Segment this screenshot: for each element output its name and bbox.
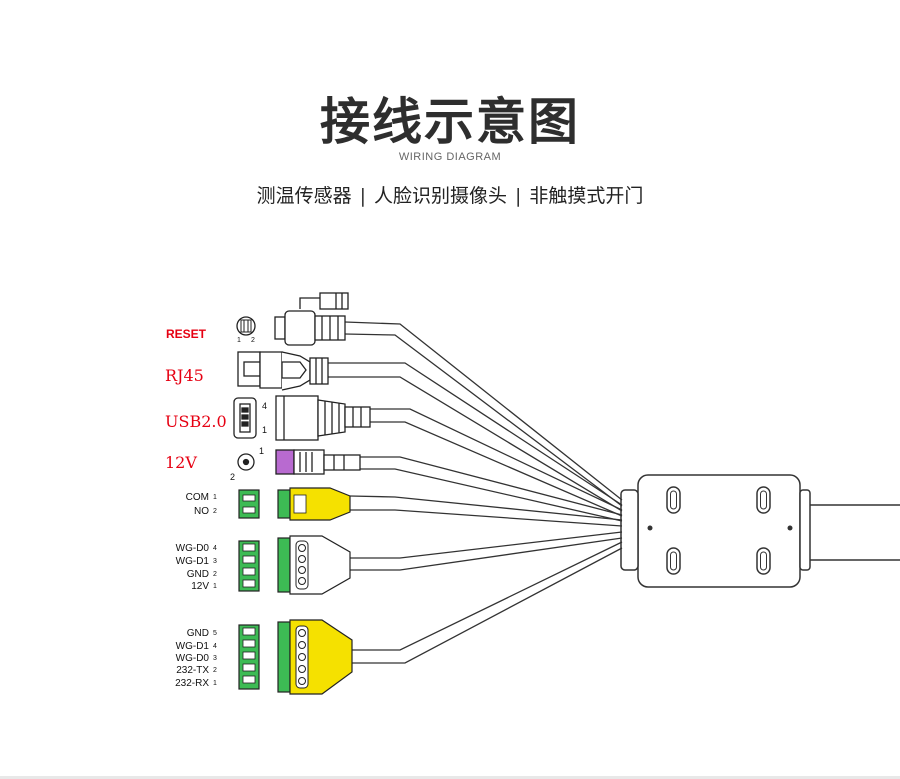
usb-label: USB2.0 [165,412,227,431]
bottom-divider [0,776,900,779]
relay-pin-name: COM [185,492,209,503]
relay-connector [238,487,351,521]
wiegand-connector [238,535,351,595]
wiegand-pin-num: 4 [213,545,217,552]
power-label: 12V [165,453,197,472]
rj45-plug-icon [237,351,329,391]
rj45-label: RJ45 [165,366,204,385]
junction-block [620,474,811,588]
relay-pin-num: 2 [213,508,217,515]
serial-pin-name: 232-TX [176,665,209,676]
serial-pin-name: WG-D0 [175,653,209,664]
dc-plug-icon [274,292,349,346]
serial-pin-name: GND [186,628,209,639]
power-pin-1: 1 [259,446,265,456]
feature-touchless-door: 非触摸式开门 [529,185,644,207]
reset-button-icon [236,316,256,336]
wiegand-pin-name: WG-D1 [175,556,209,567]
power-pin-2: 2 [230,472,236,482]
relay-pin-num: 1 [213,494,217,501]
usb-pin-4: 4 [262,401,268,411]
serial-pin-name: 232-RX [175,678,209,689]
serial-pin-num: 4 [213,643,217,650]
feature-temp-sensor: 测温传感器 [256,185,352,207]
wiegand-pin-name: WG-D0 [175,543,209,554]
serial-pin-num: 3 [213,655,217,662]
serial-pin-num: 1 [213,680,217,687]
feature-face-camera: 人脸识别摄像头 [373,185,507,207]
reset-pin-1: 1 [237,337,241,344]
reset-pin-2: 2 [251,337,255,344]
serial-pin-num: 2 [213,667,217,674]
wiegand-pin-num: 2 [213,571,217,578]
page-subtitle: WIRING DIAGRAM [398,151,502,163]
reset-label: RESET [166,327,207,341]
cable-bundle [325,321,623,664]
serial-pin-name: WG-D1 [175,641,209,652]
wiegand-pin-num: 1 [213,583,217,590]
wiegand-pin-num: 3 [213,558,217,565]
main-cable [800,504,900,561]
dc-jack-icon [237,449,361,475]
feature-list: 测温传感器 | 人脸识别摄像头 | 非触摸式开门 [0,181,900,208]
relay-pin-name: NO [194,506,209,517]
usb-pin-1: 1 [262,425,268,435]
separator: | [359,185,366,207]
serial-connector [238,619,353,695]
separator: | [515,185,522,207]
usb-port-icon [233,395,371,441]
serial-pin-num: 5 [213,630,217,637]
wiegand-pin-name: GND [186,569,209,580]
wiegand-pin-name: 12V [191,581,209,592]
page-title: 接线示意图 [320,93,580,151]
